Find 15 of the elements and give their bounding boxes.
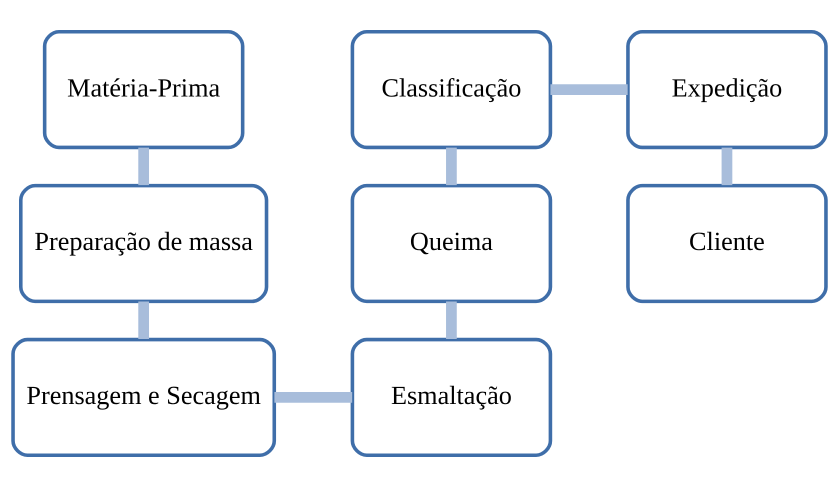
node-box: Preparação de massa xyxy=(19,184,268,304)
node-box: Prensagem e Secagem xyxy=(11,338,276,458)
connector xyxy=(274,392,352,403)
connector xyxy=(446,302,457,340)
node-box: Expedição xyxy=(626,30,828,150)
node-box: Matéria-Prima xyxy=(42,30,244,150)
connector xyxy=(722,148,732,186)
connector xyxy=(138,302,150,340)
node-box: Classificação xyxy=(350,30,552,150)
connector xyxy=(138,148,150,186)
node-box: Esmaltação xyxy=(350,338,552,458)
connector xyxy=(550,84,628,95)
node-box: Cliente xyxy=(626,184,828,304)
connector xyxy=(446,148,457,186)
node-box: Queima xyxy=(350,184,552,304)
